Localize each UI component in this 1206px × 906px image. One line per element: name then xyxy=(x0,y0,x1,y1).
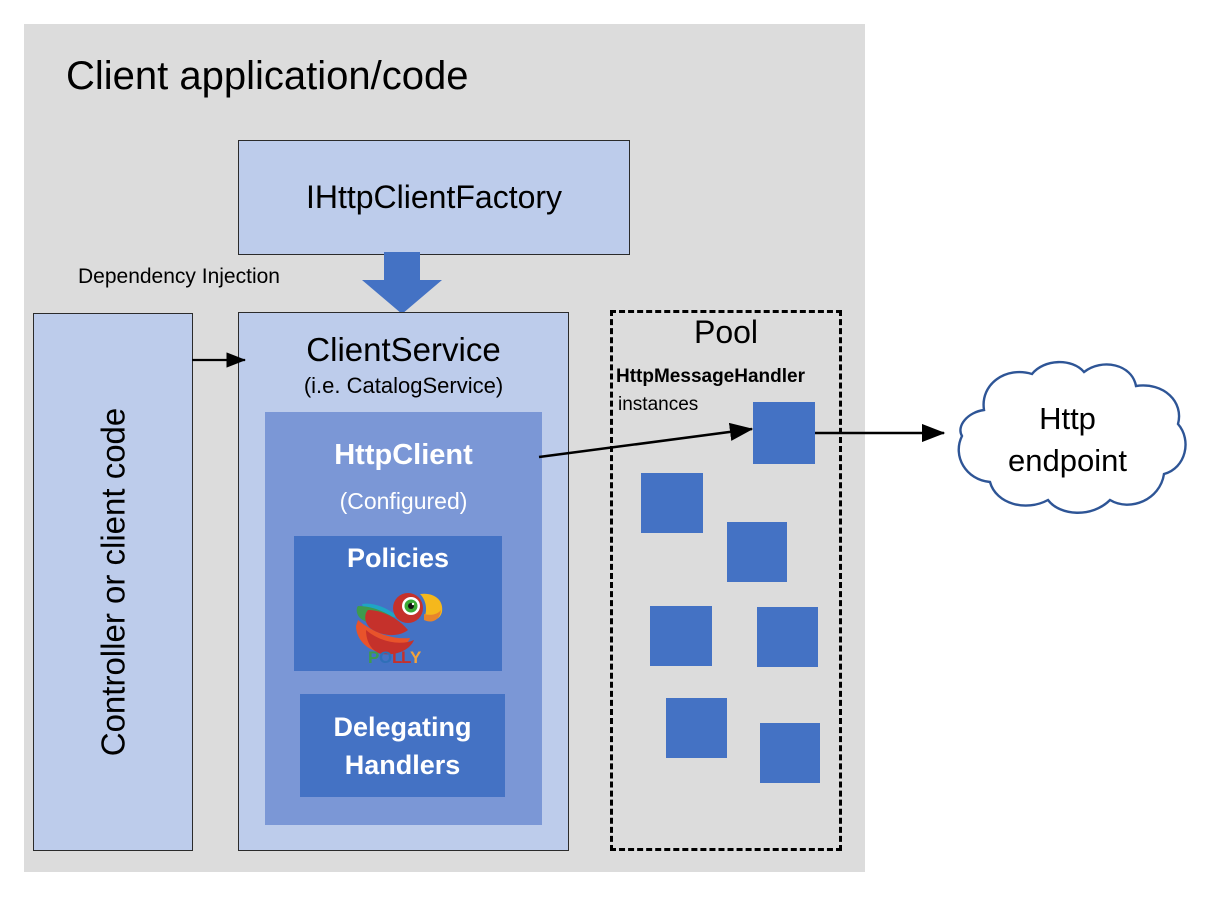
polly-parrot-logo-icon: P O L L Y xyxy=(356,593,443,666)
svg-text:Y: Y xyxy=(410,648,422,666)
dependency-injection-arrow-icon xyxy=(362,252,442,314)
http-endpoint-label: Http endpoint xyxy=(940,398,1195,482)
cloud-shape-icon xyxy=(957,360,1187,514)
ihttpclientfactory-box[interactable]: IHttpClientFactory xyxy=(238,140,630,255)
client-application-title: Client application/code xyxy=(66,54,469,98)
handler-instance-6[interactable] xyxy=(666,698,727,758)
ihttpclientfactory-label: IHttpClientFactory xyxy=(305,179,563,215)
svg-text:L: L xyxy=(392,648,402,666)
handler-instance-3[interactable] xyxy=(727,522,787,582)
handler-instance-2[interactable] xyxy=(641,473,703,533)
svg-text:P: P xyxy=(368,648,379,666)
handler-instance-7[interactable] xyxy=(760,723,820,783)
pool-subtitle-instances: instances xyxy=(618,394,699,415)
controller-or-client-code-label: Controller or client code xyxy=(94,407,131,757)
svg-text:O: O xyxy=(379,648,392,666)
pool-title: Pool xyxy=(693,314,759,350)
handler-instance-1[interactable] xyxy=(753,402,815,464)
delegating-handlers-line-1: Delegating xyxy=(333,711,472,742)
http-endpoint-line-1: Http xyxy=(1039,401,1096,436)
http-client-subtitle: (Configured) xyxy=(339,488,468,514)
delegating-handlers-line-2: Handlers xyxy=(344,749,461,780)
client-service-subtitle: (i.e. CatalogService) xyxy=(303,373,504,398)
client-service-title: ClientService xyxy=(306,331,501,368)
http-endpoint-cloud[interactable]: Http endpoint xyxy=(940,358,1195,518)
pool-container xyxy=(610,310,842,851)
pool-subtitle-httpmessagehandler: HttpMessageHandler xyxy=(616,366,805,387)
controller-or-client-code-box[interactable]: Controller or client code xyxy=(33,313,193,851)
policies-title: Policies xyxy=(346,543,450,573)
svg-text:L: L xyxy=(401,648,411,666)
http-endpoint-line-2: endpoint xyxy=(1008,443,1127,478)
dependency-injection-label: Dependency Injection xyxy=(78,265,280,288)
handler-instance-5[interactable] xyxy=(757,607,818,667)
policies-box[interactable]: Policies P O xyxy=(294,536,502,671)
handler-instance-4[interactable] xyxy=(650,606,712,666)
http-client-title: HttpClient xyxy=(334,439,473,471)
delegating-handlers-box[interactable]: Delegating Handlers xyxy=(300,694,505,797)
